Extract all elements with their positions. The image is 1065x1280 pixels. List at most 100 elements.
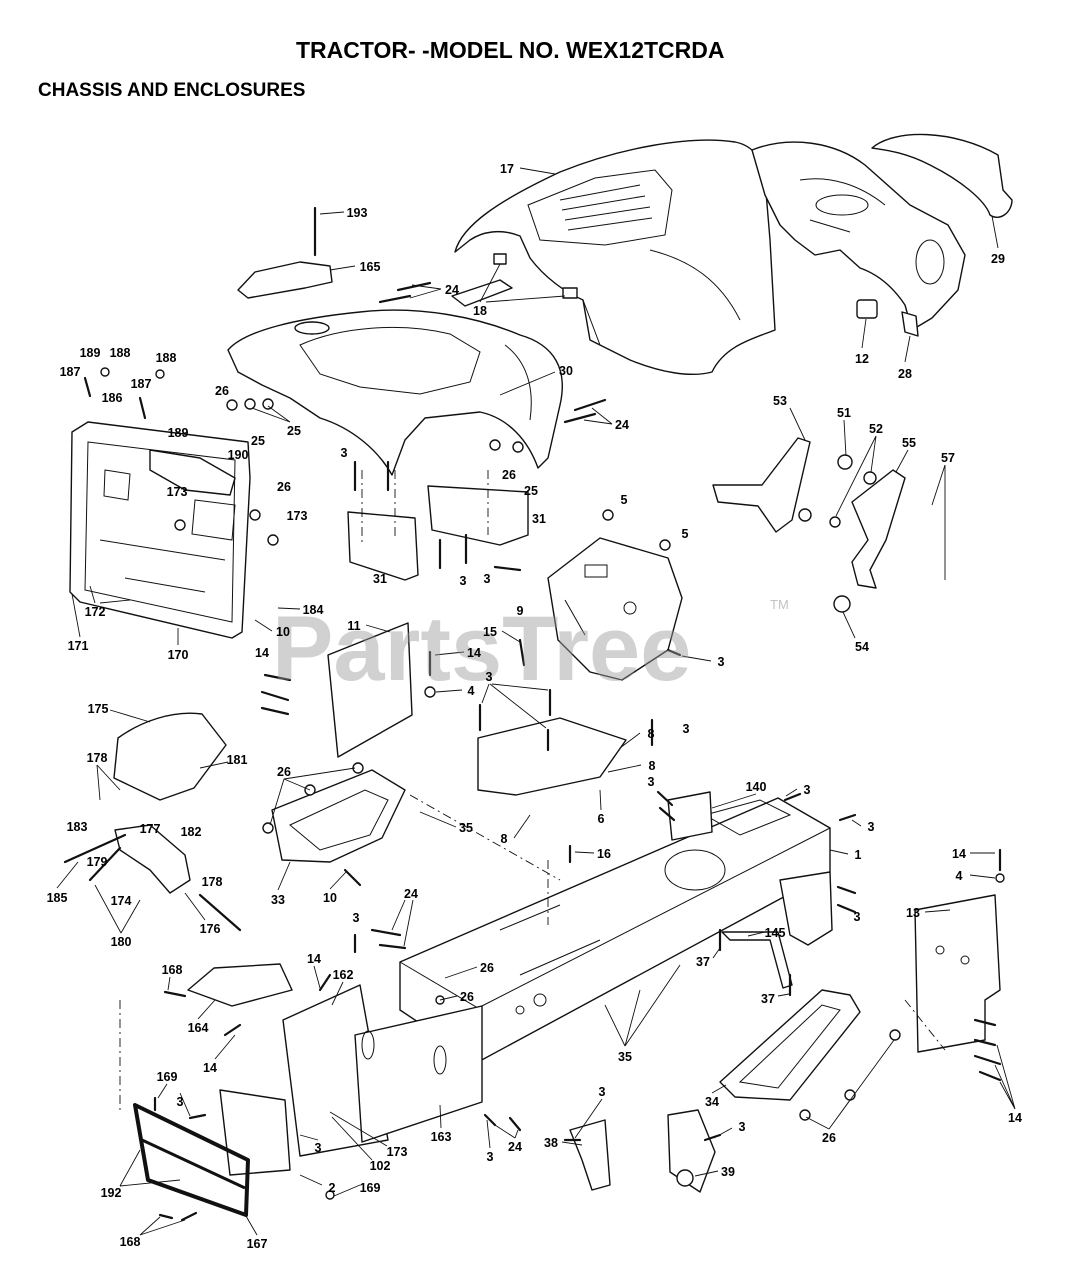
bumper-crossbar [141,1138,246,1190]
bolt-icon [656,790,674,807]
callout-label: 15 [483,625,497,639]
callout-label: 188 [156,351,177,365]
leader-line [599,789,602,811]
alignment-line [904,999,946,1051]
bolt-icon [138,396,147,420]
leader-line [299,1174,323,1186]
callout-label: 168 [162,963,183,977]
callout-label: 25 [524,484,538,498]
callout-label: 189 [80,346,101,360]
leader-line [574,851,595,854]
callout-label: 26 [277,765,291,779]
dash-cover-plate [237,261,333,299]
leader-line [777,993,790,997]
bolt-icon [573,398,607,412]
leader-line [167,976,171,991]
callout-label: 184 [303,603,324,617]
nut-icon [798,508,812,522]
bolt-icon [180,1211,198,1222]
callout-label: 34 [705,1095,719,1109]
callout-label: 168 [120,1235,141,1249]
callout-label: 52 [869,422,883,436]
pedal-bracket [851,469,906,589]
callout-label: 39 [721,1165,735,1179]
callout-label: 164 [188,1021,209,1035]
callout-label: 167 [247,1237,268,1251]
leader-line [479,263,566,303]
leader-line [494,1124,519,1139]
bumper-bracket [187,963,293,1007]
leader-line [184,892,206,921]
leader-line [331,1116,373,1161]
leader-line [269,767,356,826]
callout-label: 193 [347,206,368,220]
nut-icon [489,439,501,451]
washer-icon [155,369,165,379]
callout-label: 3 [683,722,690,736]
bolt-icon [158,1213,174,1220]
leader-line [89,585,131,604]
leader-line [843,419,847,457]
callout-label: 177 [140,822,161,836]
hood-insert [493,253,507,265]
callout-label: 3 [487,1150,494,1164]
clip [856,299,878,319]
callout-label: 1 [855,848,862,862]
callout-label: 26 [502,468,516,482]
callout-label: 182 [181,825,202,839]
callout-label: 3 [718,655,725,669]
callout-label: 3 [353,911,360,925]
callout-label: 14 [255,646,269,660]
leader-line [409,284,442,299]
callout-label: 174 [111,894,132,908]
leader-line [842,611,856,639]
leader-line [109,709,151,723]
leader-line [199,761,229,769]
callout-label: 176 [200,922,221,936]
pedal-linkage [114,824,191,894]
washer-icon [424,686,436,698]
washer-icon [244,398,256,410]
rear-panel [914,894,1001,1053]
leader-line [94,884,141,934]
bolt-icon [223,1023,242,1037]
callout-label: 25 [251,434,265,448]
leader-line [245,1215,258,1236]
leader-line [56,861,79,889]
callout-label: 173 [387,1145,408,1159]
hitch-bracket [569,1119,611,1191]
bolt-icon [973,1038,997,1047]
callout-label: 10 [323,891,337,905]
leader-line [861,318,867,349]
nut-icon [267,534,279,546]
callout-label: 37 [696,955,710,969]
callout-label: 14 [467,646,481,660]
callout-label: 53 [773,394,787,408]
callout-labels: 17 193 165 24 18 29 12 28 189 188 188 18… [47,162,1022,1251]
front-bumper [133,1103,250,1217]
leader-line [681,655,712,662]
leader-line [299,1134,319,1141]
nut-icon [174,519,186,531]
bolt-icon [263,673,292,682]
leader-line [712,947,721,959]
leader-line [435,689,463,693]
footrest-left [271,769,406,863]
leader-line [583,407,613,425]
callout-label: 3 [484,572,491,586]
leader-line [835,435,877,517]
leader-lines [56,167,1016,1236]
callout-label: 24 [508,1140,522,1154]
bolt-icon [838,813,857,822]
mounting-plate [477,717,627,796]
leader-line [197,999,216,1020]
callout-label: 3 [177,1095,184,1109]
callout-label: 6 [598,812,605,826]
callout-label: 169 [360,1181,381,1195]
callout-label: 3 [739,1120,746,1134]
callout-label: 3 [648,775,655,789]
callout-label: 14 [307,952,321,966]
bolt-icon [518,638,526,667]
leader-line [251,405,291,423]
